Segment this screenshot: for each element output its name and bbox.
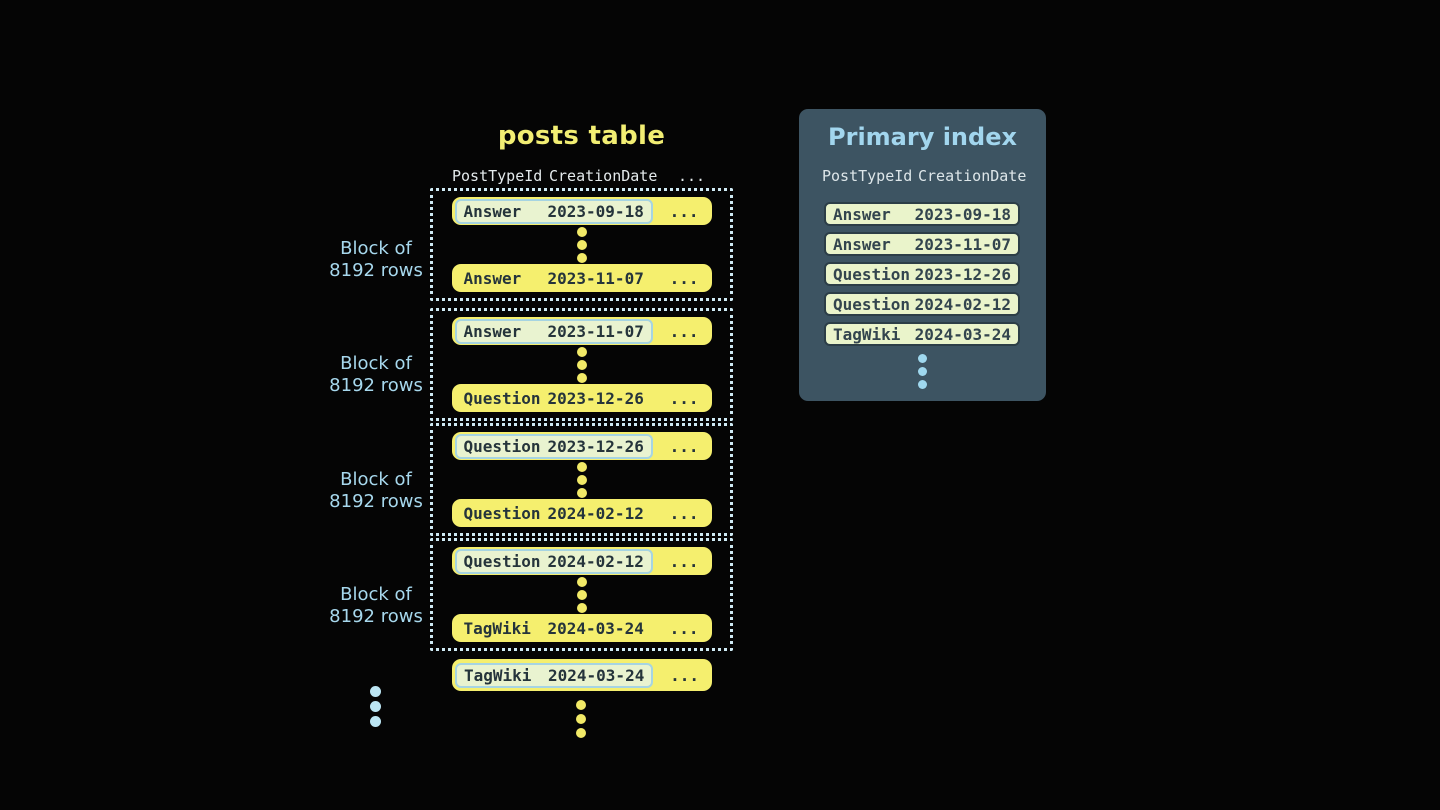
indexed-values-highlight: TagWiki 2024-03-24: [455, 662, 654, 688]
entry-creationdate: 2024-02-12: [914, 294, 1011, 314]
row-posttypeid: Answer: [463, 201, 522, 221]
row-posttypeid: Question: [463, 388, 541, 408]
vertical-ellipsis-dots: [576, 225, 587, 264]
table-row: Answer 2023-11-07 ...: [451, 264, 712, 292]
more-blocks-ellipsis-dots: [370, 684, 381, 729]
indexed-values-highlight: Question 2024-02-12: [454, 548, 653, 574]
row-more-columns: ...: [669, 503, 699, 523]
row-posttypeid: Question: [463, 436, 541, 456]
table-row: Question 2024-02-12 ...: [451, 499, 712, 527]
indexed-values-highlight: Question 2023-12-26: [454, 433, 653, 459]
block-label-line1: Block of: [340, 584, 412, 605]
entry-creationdate: 2024-03-24: [914, 324, 1011, 344]
index-entry: TagWiki 2024-03-24: [824, 322, 1020, 346]
row-values: Question 2023-12-26: [455, 386, 653, 411]
entry-posttypeid: Answer: [833, 204, 891, 224]
row-posttypeid: Question: [463, 551, 541, 571]
block-label-line2: 8192 rows: [329, 490, 423, 512]
entry-posttypeid: Answer: [833, 234, 891, 254]
block-label-line1: Block of: [340, 238, 412, 259]
vertical-ellipsis-dots: [576, 345, 587, 384]
row-posttypeid: TagWiki: [464, 665, 532, 685]
block-label-line2: 8192 rows: [329, 605, 423, 627]
block-label: Block of 8192 rows: [291, 353, 461, 396]
row-creationdate: 2023-11-07: [547, 268, 644, 288]
posts-block: Answer 2023-09-18 ... Answer 2023-11-07 …: [430, 188, 733, 301]
table-row: Question 2023-12-26 ...: [451, 384, 712, 412]
more-entries-ellipsis-dots: [799, 352, 1046, 391]
row-posttypeid: Question: [463, 503, 541, 523]
index-column-header-posttypeid: PostTypeId: [822, 167, 913, 185]
row-creationdate: 2023-12-26: [547, 388, 644, 408]
row-more-columns: ...: [670, 665, 699, 685]
row-creationdate: 2024-02-12: [547, 551, 644, 571]
vertical-ellipsis-dots: [576, 460, 587, 499]
table-row: TagWiki 2024-03-24 ...: [452, 659, 712, 691]
indexed-values-highlight: Answer 2023-11-07: [454, 318, 653, 344]
row-creationdate: 2023-12-26: [547, 436, 644, 456]
entry-posttypeid: Question: [833, 294, 911, 314]
row-creationdate: 2024-02-12: [547, 503, 644, 523]
row-more-columns: ...: [669, 551, 699, 571]
index-entry: Answer 2023-09-18: [824, 202, 1020, 226]
posts-block: Answer 2023-11-07 ... Question 2023-12-2…: [430, 308, 733, 421]
row-values: Answer 2023-11-07: [455, 266, 653, 291]
indexed-values-highlight: Answer 2023-09-18: [454, 198, 653, 224]
posts-table-title: posts table: [497, 121, 666, 151]
row-creationdate: 2023-11-07: [547, 321, 644, 341]
posts-column-header-more: ...: [678, 167, 706, 185]
primary-index-title: Primary index: [828, 123, 1017, 151]
row-creationdate: 2024-03-24: [547, 618, 644, 638]
row-posttypeid: Answer: [463, 321, 522, 341]
row-more-columns: ...: [669, 201, 699, 221]
row-more-columns: ...: [669, 436, 699, 456]
table-row: Question 2023-12-26 ...: [451, 432, 712, 460]
entry-posttypeid: TagWiki: [833, 324, 901, 344]
table-row: Answer 2023-11-07 ...: [451, 317, 712, 345]
posts-block: Question 2024-02-12 ... TagWiki 2024-03-…: [430, 538, 733, 651]
row-more-columns: ...: [669, 268, 699, 288]
entry-posttypeid: Question: [833, 264, 911, 284]
block-label: Block of 8192 rows: [291, 584, 461, 627]
row-more-columns: ...: [669, 618, 699, 638]
block-label: Block of 8192 rows: [291, 238, 461, 281]
row-more-columns: ...: [669, 321, 699, 341]
row-values: Question 2024-02-12: [455, 501, 653, 526]
row-creationdate: 2024-03-24: [548, 665, 645, 685]
entry-creationdate: 2023-09-18: [914, 204, 1011, 224]
index-entry: Answer 2023-11-07: [824, 232, 1020, 256]
row-values: TagWiki 2024-03-24: [455, 616, 653, 641]
row-creationdate: 2023-09-18: [547, 201, 644, 221]
posts-column-header-posttypeid: PostTypeId: [452, 167, 543, 185]
block-label-line2: 8192 rows: [329, 259, 423, 281]
table-row: Answer 2023-09-18 ...: [451, 197, 712, 225]
table-row: Question 2024-02-12 ...: [451, 547, 712, 575]
block-label-line1: Block of: [340, 469, 412, 490]
entry-creationdate: 2023-12-26: [914, 264, 1011, 284]
vertical-ellipsis-dots: [576, 575, 587, 614]
index-entry: Question 2023-12-26: [824, 262, 1020, 286]
table-row: TagWiki 2024-03-24 ...: [451, 614, 712, 642]
primary-index-panel: Primary index PostTypeId CreationDate An…: [799, 109, 1046, 401]
entry-creationdate: 2023-11-07: [914, 234, 1011, 254]
index-column-header-creationdate: CreationDate: [918, 167, 1027, 185]
block-label-line1: Block of: [340, 353, 412, 374]
row-more-columns: ...: [669, 388, 699, 408]
block-label-line2: 8192 rows: [329, 374, 423, 396]
more-rows-ellipsis-dots: [576, 698, 586, 740]
posts-block: Question 2023-12-26 ... Question 2024-02…: [430, 423, 733, 536]
posts-column-header-creationdate: CreationDate: [549, 167, 658, 185]
index-entry: Question 2024-02-12: [824, 292, 1020, 316]
row-posttypeid: Answer: [463, 268, 522, 288]
row-posttypeid: TagWiki: [463, 618, 531, 638]
primary-index-entries: Answer 2023-09-18 Answer 2023-11-07 Ques…: [824, 202, 1020, 352]
block-label: Block of 8192 rows: [291, 469, 461, 512]
